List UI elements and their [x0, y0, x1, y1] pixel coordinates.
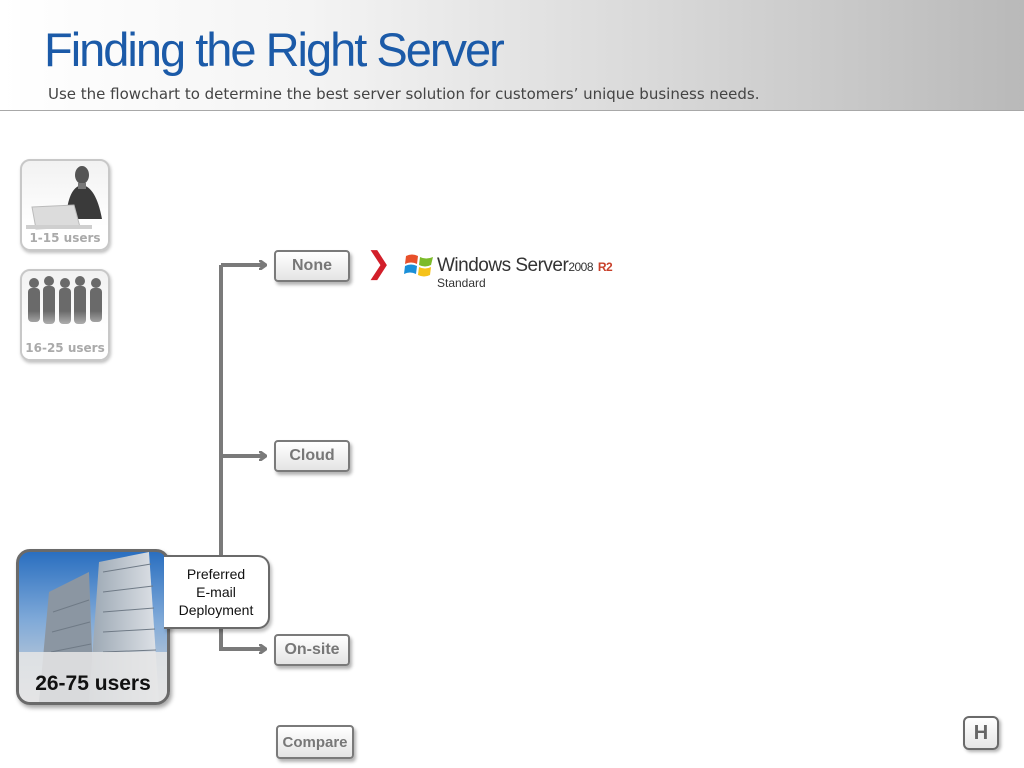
segment-label: 16-25 users: [25, 341, 105, 355]
option-onsite-button[interactable]: On-site: [274, 634, 350, 666]
compare-button[interactable]: Compare: [276, 725, 354, 759]
segment-26-75-users-selected[interactable]: 26-75 users: [16, 549, 170, 705]
product-release: R2: [597, 260, 613, 274]
question-line: E-mail: [196, 584, 236, 600]
question-line: Deployment: [178, 602, 254, 618]
group-people-image: [22, 276, 108, 359]
segment-16-25-users[interactable]: 16-25 users: [20, 269, 110, 361]
option-cloud-button[interactable]: Cloud: [274, 440, 350, 472]
question-email-deployment: Preferred E-mail Deployment: [164, 555, 270, 629]
product-version: 2008: [568, 260, 594, 274]
segment-label: 26-75 users: [35, 672, 151, 695]
page-title: Finding the Right Server: [44, 23, 505, 76]
segment-label: 1-15 users: [29, 231, 101, 245]
connector-onsite: [219, 629, 265, 649]
option-none-button[interactable]: None: [274, 250, 350, 282]
product-brand: Windows Server: [437, 255, 569, 276]
person-laptop-image: [26, 166, 102, 230]
question-line: Preferred: [186, 566, 246, 582]
home-button[interactable]: H: [963, 716, 999, 750]
header-banner: Finding the Right Server Use the flowcha…: [0, 0, 1024, 111]
product-edition: Standard: [437, 276, 486, 290]
windows-flag-icon: [404, 254, 433, 277]
windows-server-product[interactable]: Windows Server2008 R2 Standard: [404, 248, 624, 290]
page-subtitle: Use the flowchart to determine the best …: [48, 85, 760, 103]
office-building-image: [19, 552, 167, 702]
product-name: Windows Server2008 R2: [437, 255, 613, 277]
chevron-right-icon: ❯: [366, 246, 392, 281]
segment-1-15-users[interactable]: 1-15 users: [20, 159, 110, 251]
